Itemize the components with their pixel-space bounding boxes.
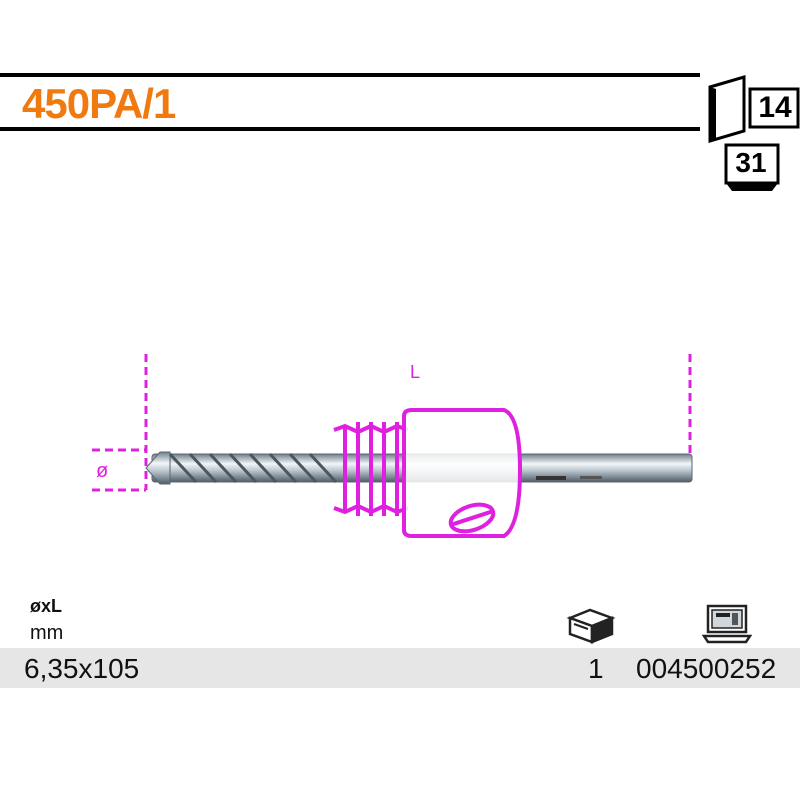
adapter-thread — [333, 422, 409, 516]
catalog-book-icon — [708, 74, 800, 191]
row-article-code-cell: 004500252 — [636, 653, 777, 684]
row-quantity-cell: 1 — [588, 653, 604, 684]
pilot-drill-drawing — [92, 354, 693, 538]
table-row — [0, 648, 800, 688]
diameter-dimension-label: ø — [96, 460, 109, 482]
unit-label: mm — [30, 622, 64, 644]
computer-icon — [701, 604, 753, 649]
title-rule-bottom — [0, 127, 700, 131]
adapter-body — [402, 408, 523, 538]
drill-flutes — [168, 452, 338, 484]
shaft-engraving-2 — [580, 476, 602, 479]
package-icon — [566, 606, 616, 651]
drill-tip — [145, 451, 171, 485]
catalog-page-badge: 14 — [758, 91, 792, 124]
row-size-cell: 6,35x105 — [24, 653, 140, 684]
title-rule-top — [0, 73, 700, 77]
catalog-badges: 14 31 — [700, 73, 800, 203]
size-column-header: øxL — [30, 596, 63, 616]
shaft-engraving — [536, 476, 566, 480]
product-code: 450PA/1 — [22, 80, 176, 127]
length-dimension-label: L — [410, 362, 421, 382]
adapter-set-screw — [448, 502, 496, 534]
catalog-section-badge: 31 — [735, 147, 767, 178]
